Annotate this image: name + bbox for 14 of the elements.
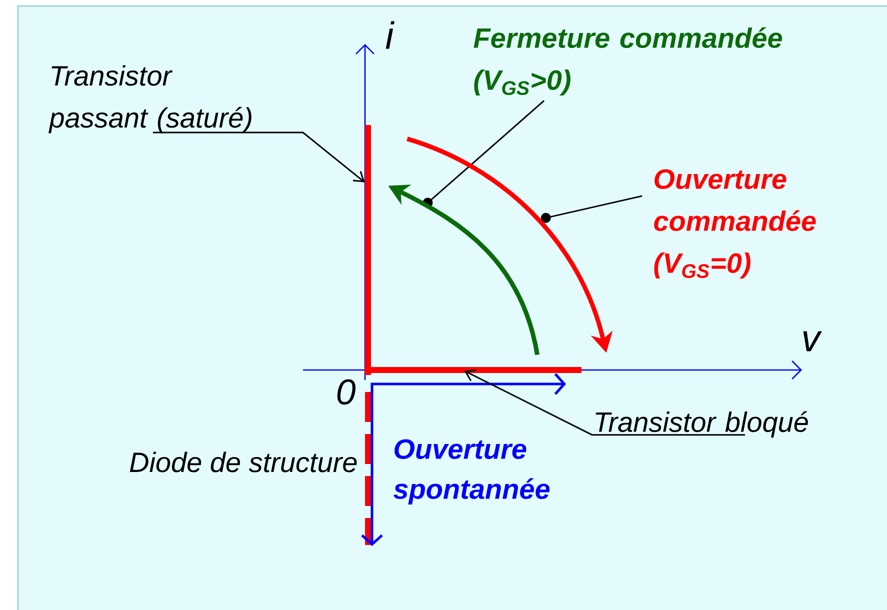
leader-line — [540, 195, 642, 223]
callout-text: Fermeture commandée (V$_{GS}$>0) — [474, 27, 782, 96]
leader-line — [464, 369, 745, 436]
callout-text: Transistor bloqué — [596, 411, 808, 438]
origin-label: 0 — [337, 379, 356, 405]
axis-label: v — [803, 331, 822, 352]
leader-line — [422, 100, 544, 208]
conduction-segment — [365, 125, 371, 375]
leader-line — [153, 132, 365, 182]
callout-text: Ouverture commandée (V$_{GS}$=0) — [654, 169, 816, 279]
annotation-text: Ouverture spontannée — [394, 439, 550, 505]
callout-text: Transistor passant (saturé) — [48, 65, 252, 134]
diode-label: Diode de structure — [130, 452, 357, 472]
axis-label: i — [386, 21, 394, 49]
